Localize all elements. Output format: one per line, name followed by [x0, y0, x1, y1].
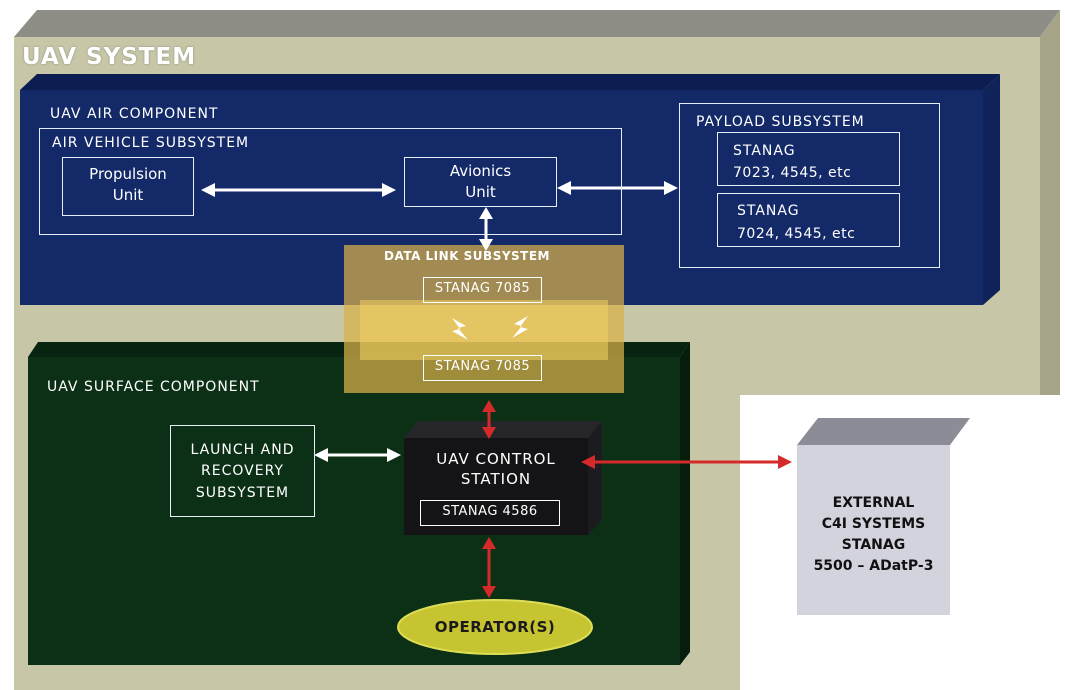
propulsion-unit-line2: Unit	[112, 186, 144, 204]
avionics-unit-line2: Unit	[465, 183, 496, 201]
air-vehicle-subsystem-title: AIR VEHICLE SUBSYSTEM	[52, 135, 250, 151]
payload-stanag-1-line1: STANAG	[733, 143, 796, 159]
air-vehicle-subsystem-box	[39, 128, 622, 235]
system-block-top-face	[14, 10, 1060, 37]
operator-ellipse	[397, 599, 593, 655]
arrow-control-operator	[482, 537, 496, 598]
air-component-title: UAV AIR COMPONENT	[50, 106, 219, 122]
control-station-line1: UAV CONTROL	[436, 450, 556, 468]
launch-recovery-subsystem-box	[170, 425, 315, 517]
payload-subsystem-title: PAYLOAD SUBSYSTEM	[696, 114, 865, 130]
control-station-stanag: STANAG 4586	[420, 500, 560, 526]
external-block-top-face	[797, 418, 970, 445]
payload-stanag-box-2	[717, 193, 900, 247]
launch-recovery-line2: RECOVERY	[201, 463, 284, 479]
avionics-unit-box	[404, 157, 557, 207]
payload-subsystem-box	[679, 103, 940, 268]
radio-link-symbol-left	[452, 318, 468, 340]
arrow-control-external	[581, 455, 792, 469]
payload-stanag-1-line2: 7023, 4545, etc	[733, 165, 852, 181]
system-block-side-face	[1040, 10, 1060, 395]
external-line4: 5500 – ADatP-3	[813, 558, 934, 574]
air-block-top-face	[20, 74, 1000, 90]
external-line2: C4I SYSTEMS	[821, 516, 926, 532]
external-block	[797, 445, 950, 615]
data-link-stanag-bottom: STANAG 7085	[423, 355, 542, 381]
arrow-avionics-datalink	[479, 207, 493, 251]
data-link-subsystem-title: DATA LINK SUBSYSTEM	[384, 249, 550, 263]
payload-stanag-2-line2: 7024, 4545, etc	[737, 226, 856, 242]
propulsion-unit-box	[62, 157, 194, 216]
propulsion-unit-line1: Propulsion	[89, 165, 167, 183]
control-station-side-face	[588, 421, 602, 535]
avionics-unit-line1: Avionics	[449, 162, 512, 180]
arrow-datalink-control	[482, 400, 496, 439]
data-link-stanag-top: STANAG 7085	[423, 277, 542, 303]
operator-label: OPERATOR(S)	[434, 618, 556, 636]
air-block-side-face	[983, 74, 1000, 305]
payload-stanag-2-line1: STANAG	[737, 203, 800, 219]
external-line1: EXTERNAL	[832, 495, 915, 511]
arrow-avionics-payload	[557, 181, 678, 195]
radio-link-symbol-right	[512, 316, 528, 338]
surface-component-title: UAV SURFACE COMPONENT	[47, 379, 260, 395]
diagram-title: UAV SYSTEM	[22, 44, 197, 70]
external-line3: STANAG	[841, 537, 906, 553]
arrow-launch-control	[314, 448, 401, 462]
surface-block-side-face	[680, 342, 690, 665]
control-station-line2: STATION	[460, 470, 532, 488]
control-station-top-face	[404, 421, 602, 438]
launch-recovery-line3: SUBSYSTEM	[195, 485, 290, 501]
data-link-glow	[360, 300, 608, 360]
control-station-block	[404, 438, 588, 535]
arrow-propulsion-avionics	[201, 183, 396, 197]
payload-stanag-box-1	[717, 132, 900, 186]
launch-recovery-line1: LAUNCH AND	[190, 442, 295, 458]
